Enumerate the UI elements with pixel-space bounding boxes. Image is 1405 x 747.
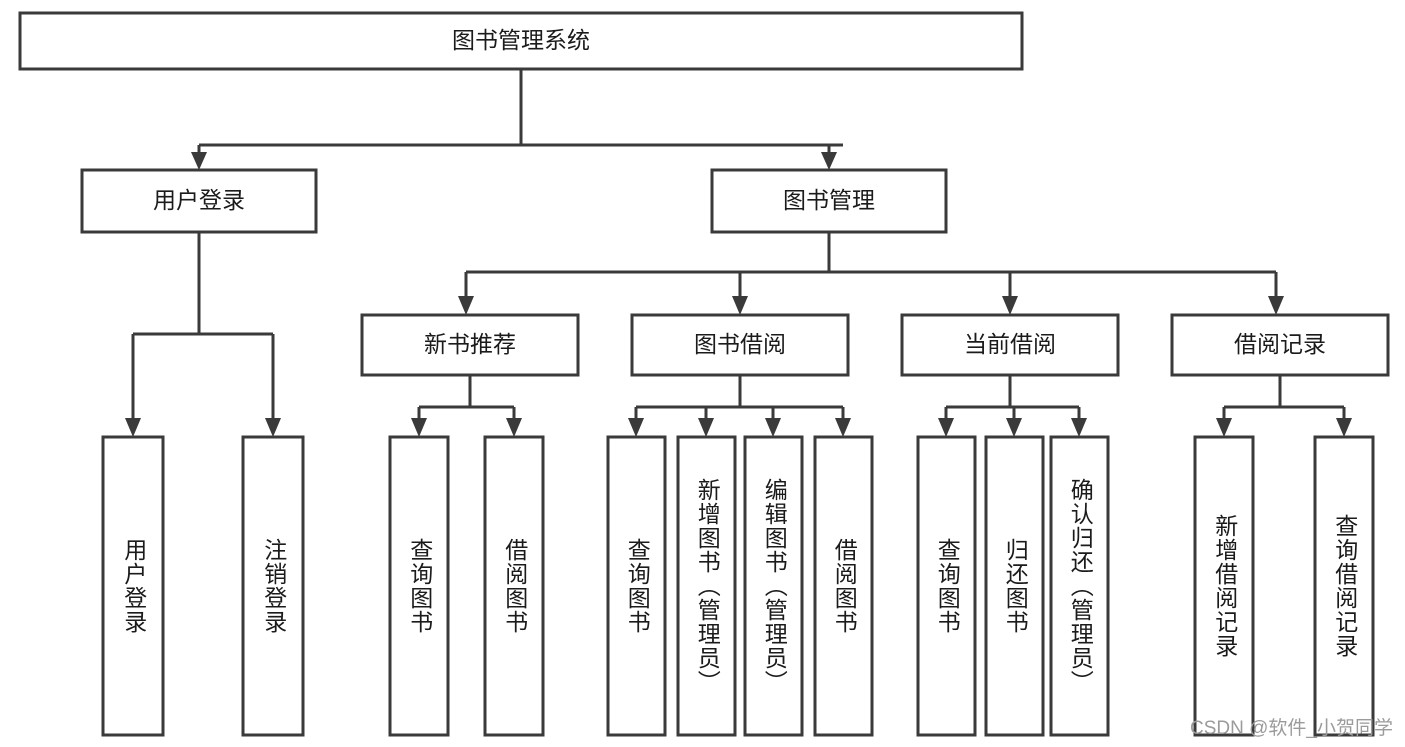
leaf-box-logout[interactable]: [241, 435, 305, 737]
node-boxes: 图书管理系统 用户登录 图书管理 新书推荐 图书借阅 当前借阅 借阅记录: [18, 11, 1390, 377]
leaf-box-user-login[interactable]: [101, 435, 165, 737]
leaf-box-borrow-books-rec[interactable]: [483, 435, 545, 737]
leaf-boxes: [101, 435, 1375, 737]
leaf-box-query-books-rec[interactable]: [388, 435, 450, 737]
csdn-watermark: CSDN @软件_小贺同学: [1190, 718, 1393, 739]
leaf-box-return-books[interactable]: [984, 435, 1045, 737]
arrowhead-leaf-query-books-current: [938, 418, 954, 437]
connector-group-new-book-recommend: [411, 375, 522, 437]
node-label-book-borrow: 图书借阅: [694, 331, 786, 357]
node-label-user-login: 用户登录: [153, 187, 245, 213]
arrowhead-leaf-query-borrow-record: [1336, 418, 1352, 437]
leaf-box-add-book-admin[interactable]: [676, 435, 737, 737]
connector-group-current-borrow: [938, 375, 1087, 437]
leaf-box-confirm-return-admin[interactable]: [1049, 435, 1110, 737]
arrowhead-user-login: [191, 152, 207, 170]
arrowhead-leaf-query-books-rec: [411, 418, 427, 437]
node-label-book-management: 图书管理: [783, 187, 875, 213]
arrowhead-book-borrow: [732, 296, 748, 315]
node-box-root[interactable]: [18, 11, 1024, 71]
node-box-book-management[interactable]: [710, 168, 948, 234]
node-label-current-borrow: 当前借阅: [964, 331, 1056, 357]
arrowhead-leaf-edit-book-admin: [765, 418, 781, 437]
arrowhead-leaf-return-books: [1006, 418, 1022, 437]
arrowhead-leaf-add-borrow-record: [1216, 418, 1232, 437]
node-box-new-book-recommend[interactable]: [360, 313, 580, 377]
leaf-box-edit-book-admin[interactable]: [743, 435, 804, 737]
leaf-box-borrow-books[interactable]: [813, 435, 874, 737]
connector-group-book-borrow: [628, 375, 851, 437]
node-box-book-borrow[interactable]: [630, 313, 850, 377]
connector-group-book-management: [458, 232, 1284, 315]
node-label-borrow-records: 借阅记录: [1234, 331, 1326, 357]
arrowhead-borrow-records: [1268, 296, 1284, 315]
arrowhead-current-borrow: [1002, 296, 1018, 315]
arrowhead-leaf-add-book-admin: [698, 418, 714, 437]
node-box-user-login[interactable]: [80, 168, 318, 234]
node-box-current-borrow[interactable]: [900, 313, 1120, 377]
leaf-box-query-borrow-record[interactable]: [1313, 435, 1375, 737]
leaf-box-add-borrow-record[interactable]: [1193, 435, 1255, 737]
leaf-box-query-books-current[interactable]: [916, 435, 977, 737]
arrowhead-leaf-user-login: [125, 418, 141, 437]
arrowhead-leaf-query-books-borrow: [628, 418, 644, 437]
arrowhead-leaf-borrow-books-rec: [506, 418, 522, 437]
arrowhead-leaf-confirm-return-admin: [1071, 418, 1087, 437]
node-label-root: 图书管理系统: [452, 27, 590, 53]
arrowhead-new-book-recommend: [458, 296, 474, 315]
node-label-new-book-recommend: 新书推荐: [424, 331, 516, 357]
node-box-borrow-records[interactable]: [1170, 313, 1390, 377]
leaf-box-query-books-borrow[interactable]: [606, 435, 667, 737]
arrowhead-leaf-borrow-books: [835, 418, 851, 437]
connector-group-user-login: [125, 232, 281, 437]
connector-group-root: [191, 69, 843, 170]
connector-group-borrow-records: [1216, 375, 1352, 437]
arrowhead-leaf-logout: [265, 418, 281, 437]
arrowhead-book-management: [821, 152, 837, 170]
